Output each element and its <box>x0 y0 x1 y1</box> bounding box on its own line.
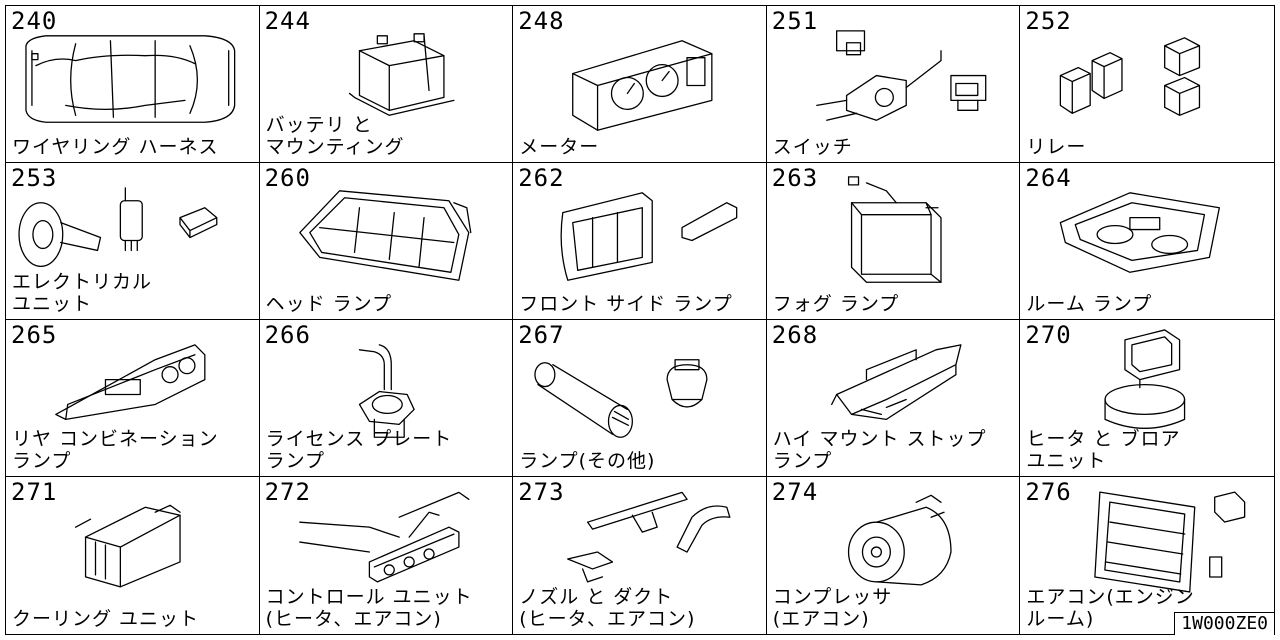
cell-253[interactable]: 253 エレクトリカル ユニット <box>6 163 260 320</box>
cell-265[interactable]: 265 リヤ コンビネーション ランプ <box>6 320 260 477</box>
rear-combination-lamp-icon <box>55 344 206 421</box>
part-label: ワイヤリング ハーネス <box>12 136 219 158</box>
parts-index-grid: 240 ワイヤリング ハーネス 244 バッテリ と マウンティング 248 <box>5 5 1275 635</box>
part-code: 265 <box>11 321 58 349</box>
part-code: 276 <box>1025 478 1072 506</box>
cell-263[interactable]: 263 フォグ ランプ <box>766 163 1021 320</box>
part-label: ルーム ランプ <box>1026 293 1153 315</box>
meter-icon <box>572 40 713 131</box>
part-label: コンプレッサ (エアコン) <box>772 586 893 630</box>
electrical-unit-icon <box>18 187 218 267</box>
part-label: リレー <box>1026 136 1087 158</box>
reference-code: 1W000ZE0 <box>1174 612 1274 635</box>
cell-248[interactable]: 248 メーター <box>513 6 767 163</box>
cell-272[interactable]: 272 コントロール ユニット (ヒータ、エアコン) <box>259 477 514 634</box>
part-code: 251 <box>771 7 819 35</box>
battery-icon <box>348 33 455 116</box>
cell-268[interactable]: 268 ハイ マウント ストップ ランプ <box>766 320 1021 477</box>
fog-lamp-icon <box>847 176 942 283</box>
part-code: 274 <box>771 478 819 506</box>
part-label: バッテリ と マウンティング <box>265 114 405 158</box>
cell-240[interactable]: 240 ワイヤリング ハーネス <box>6 6 260 163</box>
headlamp-icon <box>298 190 471 281</box>
part-label: ヘッド ランプ <box>265 293 393 315</box>
cell-266[interactable]: 266 ライセンス プレート ランプ <box>259 320 514 477</box>
cell-273[interactable]: 273 ノズル と ダクト (ヒータ、エアコン) <box>513 477 767 634</box>
part-code: 263 <box>771 164 819 192</box>
part-label: ノズル と ダクト (ヒータ、エアコン) <box>519 586 696 630</box>
cell-264[interactable]: 264 ルーム ランプ <box>1020 163 1274 320</box>
part-label: ランプ(その他) <box>519 450 656 472</box>
part-code: 271 <box>11 478 58 506</box>
part-code: 253 <box>11 164 58 192</box>
part-code: 264 <box>1025 164 1072 192</box>
part-code: 260 <box>264 164 311 192</box>
cooling-unit-icon <box>74 504 181 588</box>
part-code: 262 <box>518 164 565 192</box>
part-label: フォグ ランプ <box>772 293 900 315</box>
cell-274[interactable]: 274 コンプレッサ (エアコン) <box>766 477 1021 634</box>
part-label: メーター <box>519 136 600 158</box>
part-label: エアコン(エンジン ルーム) <box>1026 586 1195 630</box>
cell-276[interactable]: 276 エアコン(エンジン ルーム) <box>1020 477 1274 634</box>
part-code: 272 <box>264 478 311 506</box>
cell-252[interactable]: 252 リレー <box>1020 6 1274 163</box>
compressor-icon <box>847 494 952 586</box>
lamp-other-icon <box>534 359 708 438</box>
part-code: 268 <box>771 321 819 349</box>
part-code: 266 <box>264 321 311 349</box>
part-code: 248 <box>518 7 565 35</box>
part-label: エレクトリカル ユニット <box>12 271 153 315</box>
part-label: ヒータ と ブロア ユニット <box>1026 428 1181 472</box>
part-label: ハイ マウント ストップ ランプ <box>772 428 987 472</box>
license-plate-lamp-icon <box>358 344 415 438</box>
nozzle-duct-icon <box>567 491 731 583</box>
relay-icon <box>1060 37 1201 116</box>
part-label: コントロール ユニット (ヒータ、エアコン) <box>265 586 473 630</box>
cell-260[interactable]: 260 ヘッド ランプ <box>259 163 514 320</box>
part-code: 270 <box>1025 321 1072 349</box>
part-label: リヤ コンビネーション ランプ <box>12 428 219 472</box>
heater-blower-icon <box>1104 329 1186 429</box>
part-code: 273 <box>518 478 565 506</box>
room-lamp-icon <box>1060 192 1221 273</box>
cell-270[interactable]: 270 ヒータ と ブロア ユニット <box>1020 320 1274 477</box>
part-label: ライセンス プレート ランプ <box>265 428 453 472</box>
part-code: 240 <box>11 7 58 35</box>
front-side-lamp-icon <box>560 192 738 281</box>
cell-271[interactable]: 271 クーリング ユニット <box>6 477 260 634</box>
aircon-engine-room-icon <box>1094 491 1246 593</box>
part-code: 267 <box>518 321 565 349</box>
switch-icon <box>815 30 987 121</box>
cell-244[interactable]: 244 バッテリ と マウンティング <box>259 6 514 163</box>
cell-251[interactable]: 251 スイッチ <box>766 6 1021 163</box>
part-code: 252 <box>1025 7 1072 35</box>
part-label: スイッチ <box>772 136 853 158</box>
control-unit-icon <box>298 491 470 583</box>
cell-262[interactable]: 262 フロント サイド ランプ <box>513 163 767 320</box>
part-label: クーリング ユニット <box>12 608 200 630</box>
part-code: 244 <box>264 7 311 35</box>
part-label: フロント サイド ランプ <box>519 293 733 315</box>
cell-267[interactable]: 267 ランプ(その他) <box>513 320 767 477</box>
wiring-harness-icon <box>25 35 236 123</box>
high-mount-stop-lamp-icon <box>830 344 962 421</box>
